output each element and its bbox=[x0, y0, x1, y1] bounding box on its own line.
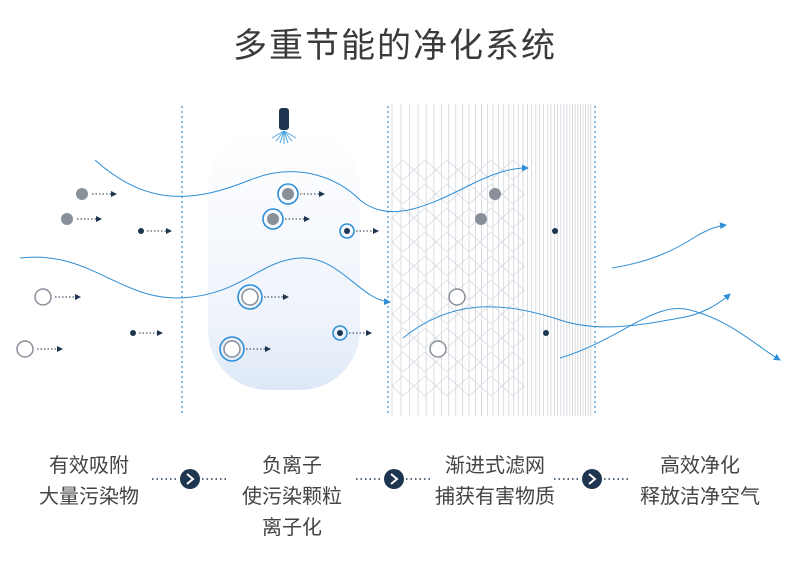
trapped-particle bbox=[543, 330, 549, 336]
page-title: 多重节能的净化系统 bbox=[233, 26, 557, 66]
mesh-weave bbox=[391, 375, 525, 397]
chevron-right-icon bbox=[180, 469, 200, 489]
ionized-particle-halo bbox=[262, 208, 284, 230]
step-connector-3 bbox=[552, 467, 632, 491]
airflow-lines bbox=[19, 159, 781, 361]
pollutant-particle bbox=[61, 213, 73, 225]
trapped-particle bbox=[489, 188, 501, 200]
airflow-line bbox=[94, 159, 529, 213]
ionized-particle-halo bbox=[339, 223, 355, 239]
pollutant-particle bbox=[130, 330, 136, 336]
ionizer-emitter-icon bbox=[271, 108, 297, 144]
stage-label-filter: 渐进式滤网 捕获有害物质 bbox=[410, 450, 580, 512]
chevron-right-icon bbox=[582, 469, 602, 489]
ionized-particle bbox=[337, 330, 343, 336]
stage-label-adsorb: 有效吸附 大量污染物 bbox=[4, 450, 174, 512]
stage-label-line: 使污染颗粒 bbox=[242, 484, 342, 508]
ionized-particle bbox=[282, 188, 294, 200]
mesh-weave bbox=[391, 207, 525, 229]
ionized-particle-halo bbox=[219, 336, 245, 362]
ionized-particle bbox=[344, 228, 350, 234]
chevron-right-icon bbox=[384, 469, 404, 489]
pollutant-particle bbox=[76, 188, 88, 200]
ionized-particle-halo bbox=[277, 183, 299, 205]
ionized-particle-halo bbox=[237, 284, 263, 310]
particles-stage-1 bbox=[16, 188, 172, 358]
particles-stage-3 bbox=[429, 188, 558, 358]
stage-label-line: 负离子 bbox=[262, 453, 322, 477]
stage-label-ionize: 负离子 使污染颗粒 离子化 bbox=[207, 450, 377, 543]
trapped-particle bbox=[475, 213, 487, 225]
pollutant-particle bbox=[34, 288, 52, 306]
stage-label-line: 释放洁净空气 bbox=[640, 484, 760, 508]
stage-dividers bbox=[181, 106, 596, 415]
stage-label-line: 渐进式滤网 bbox=[445, 453, 545, 477]
stage-label-line: 高效净化 bbox=[660, 453, 740, 477]
trapped-particle bbox=[552, 228, 558, 234]
ionized-particle bbox=[267, 213, 279, 225]
stage-label-line: 有效吸附 bbox=[49, 453, 129, 477]
ionized-particle-halo bbox=[332, 325, 348, 341]
pollutant-particle bbox=[16, 340, 34, 358]
ionized-particle bbox=[241, 288, 259, 306]
airflow-line bbox=[559, 308, 781, 361]
step-connector-1 bbox=[150, 467, 230, 491]
stage-label-line: 捕获有害物质 bbox=[435, 484, 555, 508]
airflow-line bbox=[402, 293, 731, 339]
mesh-weave bbox=[391, 159, 525, 181]
step-connector-2 bbox=[354, 467, 434, 491]
stage-label-release: 高效净化 释放洁净空气 bbox=[615, 450, 785, 512]
progressive-filter-mesh bbox=[391, 104, 592, 416]
particles-stage-2 bbox=[219, 183, 379, 362]
ionized-particle bbox=[223, 340, 241, 358]
pollutant-particle bbox=[138, 228, 144, 234]
mesh-weave bbox=[391, 303, 525, 325]
airflow-line bbox=[19, 256, 391, 306]
stage-label-line: 离子化 bbox=[262, 515, 322, 539]
trapped-particle bbox=[448, 288, 466, 306]
stage-label-line: 大量污染物 bbox=[39, 484, 139, 508]
airflow-line bbox=[611, 222, 727, 269]
mesh-weave bbox=[391, 351, 525, 373]
mesh-weave bbox=[391, 255, 525, 277]
trapped-particle bbox=[429, 340, 447, 358]
mesh-weave bbox=[391, 327, 525, 349]
mesh-weave bbox=[391, 231, 525, 253]
mesh-weave bbox=[391, 183, 525, 205]
